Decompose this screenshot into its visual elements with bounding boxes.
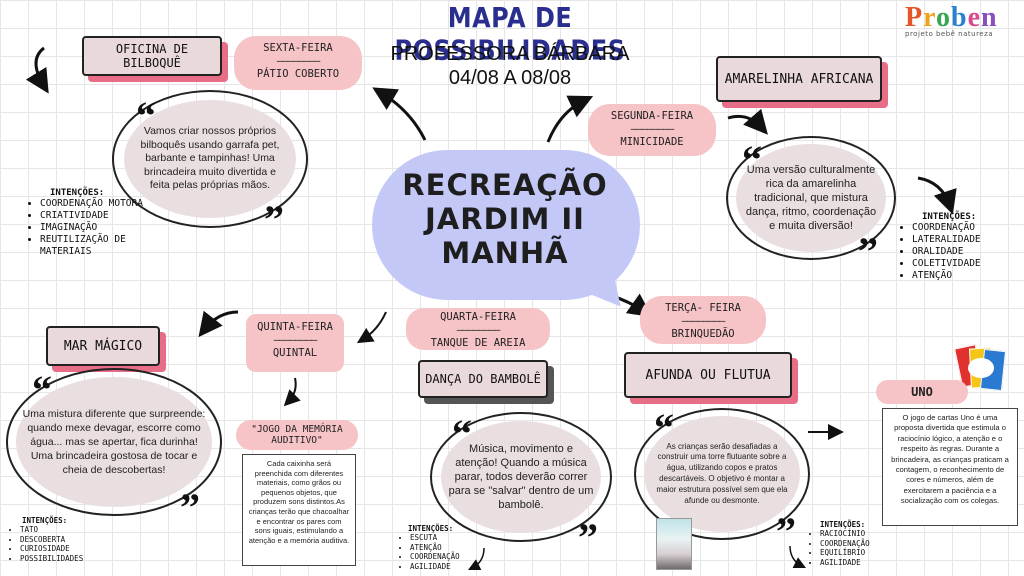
pill-thursday: QUINTA-FEIRA ———————— QUINTAL (246, 314, 344, 372)
pill-wednesday: QUARTA-FEIRA ———————— TANQUE DE AREIA (406, 308, 550, 350)
arrow-bilboque-loop (25, 46, 49, 94)
intentions-mar-magico: INTENÇÕES: TATO DESCOBERTA CURIOSIDADE P… (8, 516, 108, 563)
intentions-bilboque: INTENÇÕES: COORDENAÇÃO MOTORA CRIATIVIDA… (28, 188, 168, 258)
logo-tagline: projeto bebê natureza (905, 30, 994, 38)
center-bubble (372, 150, 640, 300)
arrow-center-to-thursday (356, 311, 387, 344)
quote-open-icon: “ (742, 137, 762, 182)
label-bilboque: OFICINA DE BILBOQUÊ (82, 36, 222, 76)
arrow-center-to-friday (372, 87, 427, 141)
arrow-quintal-to-memoria (283, 377, 301, 407)
label-uno: UNO (876, 380, 968, 404)
page-title: MAPA DE POSSIBILIDADES (394, 1, 626, 67)
quote-close-icon: ” (858, 229, 878, 274)
proben-logo: Proben projeto bebê natureza (905, 2, 1020, 50)
logo-wordmark: Proben (905, 2, 998, 33)
arrow-bambole-down (467, 547, 485, 571)
label-bambole: DANÇA DO BAMBOLÊ (418, 360, 548, 398)
arrow-afunda-down (789, 545, 807, 569)
quote-open-icon: “ (32, 367, 52, 412)
label-memoria: "JOGO DA MEMÓRIA AUDITIVO" (236, 420, 358, 450)
quote-close-icon: ” (578, 515, 598, 560)
arrow-amarelinha-intentions (917, 176, 957, 215)
arrow-monday-to-amarelinha (727, 108, 768, 135)
uno-logo-icon (952, 344, 1014, 394)
intentions-bambole: INTENÇÕES: ESCUTA ATENÇÃO COORDENAÇÃO AG… (398, 524, 498, 571)
quote-close-icon: ” (180, 485, 200, 530)
label-mar-magico: MAR MÁGICO (46, 326, 160, 366)
text-bambole: Música, movimento e atenção! Quando a mú… (441, 421, 601, 533)
oval-mar-magico: Uma mistura diferente que surpreende: qu… (6, 368, 222, 516)
oval-bilboque: Vamos criar nossos próprios bilboquês us… (112, 90, 308, 228)
text-mar-magico: Uma mistura diferente que surpreende: qu… (16, 377, 212, 507)
quote-open-icon: “ (136, 93, 156, 138)
text-uno: O jogo de cartas Uno é uma proposta dive… (882, 408, 1018, 526)
oval-amarelinha: Uma versão culturalmente rica da amareli… (726, 136, 896, 260)
quote-open-icon: “ (452, 411, 472, 456)
pill-monday: SEGUNDA-FEIRA ———————— MINICIDADE (588, 104, 716, 156)
arrow-thursday-to-marmagico (198, 310, 239, 338)
date-range: 04/08 A 08/08 (448, 67, 572, 89)
oval-bambole: Música, movimento e atenção! Quando a mú… (430, 412, 612, 542)
label-afunda: AFUNDA OU FLUTUA (624, 352, 792, 398)
intentions-afunda: INTENÇÕES: RACIOCÍNIO COORDENAÇÃO EQUILÍ… (808, 520, 908, 567)
text-memoria: Cada caixinha será preenchida com difere… (242, 454, 356, 566)
text-bilboque: Vamos criar nossos próprios bilboquês us… (124, 100, 296, 218)
tower-photo-icon (656, 518, 692, 570)
pill-tuesday: TERÇA- FEIRA ———————— BRINQUEDÃO (640, 296, 766, 344)
teacher-name: PROFESSORA BÁRBARA (390, 43, 630, 65)
arrow-center-to-monday (546, 95, 594, 143)
text-amarelinha: Uma versão culturalmente rica da amareli… (736, 144, 886, 252)
text-afunda: As crianças serão desafiadas a construir… (644, 416, 800, 532)
quote-close-icon: ” (776, 509, 796, 554)
quote-close-icon: ” (264, 197, 284, 242)
center-title: RECREAÇÃO JARDIM II MANHÃ (402, 168, 608, 270)
oval-afunda: As crianças serão desafiadas a construir… (634, 408, 810, 540)
pill-friday: SEXTA-FEIRA ———————— PÁTIO COBERTO (234, 36, 362, 90)
label-amarelinha: AMARELINHA AFRICANA (716, 56, 882, 102)
intentions-amarelinha: INTENÇÕES: COORDENAÇÃO LATERALIDADE ORAL… (900, 212, 1020, 282)
quote-open-icon: “ (654, 405, 674, 450)
